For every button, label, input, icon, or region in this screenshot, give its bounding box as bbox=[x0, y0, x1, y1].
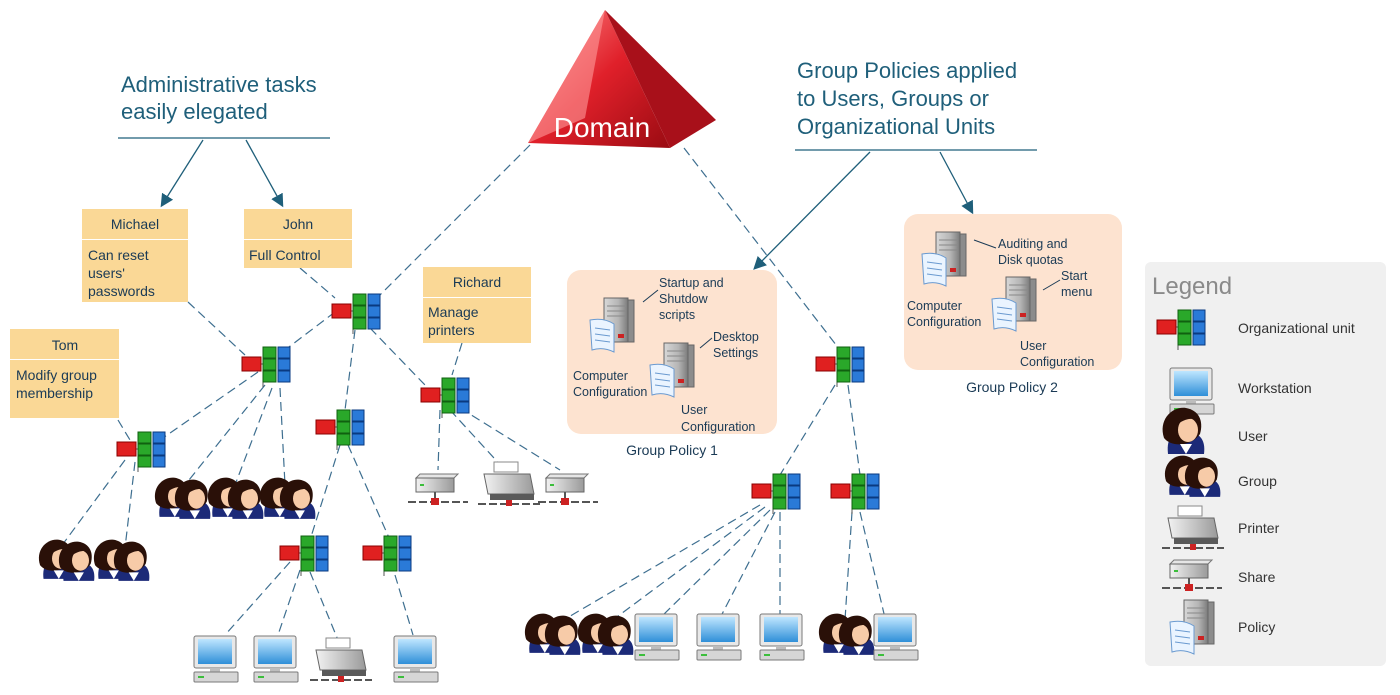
policies-callout-line-2: to Users, Groups or bbox=[797, 86, 989, 111]
organizational-unit-icon bbox=[815, 346, 865, 388]
legend-label: Policy bbox=[1238, 619, 1275, 635]
delegate-name: Richard bbox=[453, 274, 501, 290]
policy-setting-label: Configuration bbox=[1020, 355, 1094, 369]
organizational-unit-icon bbox=[830, 473, 880, 515]
workstation-icon bbox=[193, 635, 239, 683]
organizational-unit-icon bbox=[279, 535, 329, 577]
group-icon bbox=[578, 614, 633, 655]
delegate-name: Tom bbox=[52, 337, 78, 353]
share-icon bbox=[537, 473, 599, 506]
policy-setting-label: User bbox=[681, 403, 707, 417]
share-icon bbox=[407, 473, 469, 506]
workstation-icon bbox=[393, 635, 439, 683]
connector-lines bbox=[59, 144, 886, 641]
legend-label: Printer bbox=[1238, 520, 1280, 536]
group-policy-caption: Group Policy 1 bbox=[626, 442, 718, 458]
policy-setting-label: User bbox=[1020, 339, 1046, 353]
policy-setting-label: menu bbox=[1061, 285, 1092, 299]
legend-label: User bbox=[1238, 428, 1268, 444]
workstation-icon bbox=[634, 613, 680, 661]
group-policy-2: Auditing and Disk quotas Start menu Comp… bbox=[904, 214, 1122, 395]
delegate-permission: Can reset bbox=[88, 247, 149, 263]
groups bbox=[39, 478, 874, 655]
group-icon bbox=[819, 614, 874, 655]
delegate-permission: printers bbox=[428, 322, 475, 338]
organizational-unit-icon bbox=[331, 293, 381, 335]
domain-label: Domain bbox=[554, 112, 650, 143]
workstation-icon bbox=[696, 613, 742, 661]
group-icon bbox=[94, 540, 149, 581]
admin-callout-line-1: Administrative tasks bbox=[121, 72, 317, 97]
policy-setting-label: Computer bbox=[573, 369, 628, 383]
policies-callout-line-1: Group Policies applied bbox=[797, 58, 1017, 83]
delegate-note-richard: Richard Manage printers bbox=[423, 267, 531, 343]
workstation-icon bbox=[759, 613, 805, 661]
delegate-permission: Modify group bbox=[16, 367, 97, 383]
admin-callout-title: Administrative tasks easily elegated bbox=[121, 72, 317, 124]
policy-setting-label: Shutdow bbox=[659, 292, 709, 306]
domain-pyramid: Domain bbox=[528, 10, 716, 148]
legend-title: Legend bbox=[1152, 273, 1232, 300]
delegate-name: Michael bbox=[111, 216, 159, 232]
legend-label: Group bbox=[1238, 473, 1277, 489]
callout-arrows bbox=[118, 137, 1037, 270]
workstation-icon bbox=[873, 613, 919, 661]
policy-setting-label: Disk quotas bbox=[998, 253, 1063, 267]
admin-callout-line-2: easily elegated bbox=[121, 99, 268, 124]
policy-setting-label: Settings bbox=[713, 346, 758, 360]
delegate-note-john: John Full Control bbox=[244, 209, 352, 268]
legend-label: Organizational unit bbox=[1238, 320, 1355, 336]
group-policy-caption: Group Policy 2 bbox=[966, 379, 1058, 395]
policies-callout-line-3: Organizational Units bbox=[797, 114, 995, 139]
delegate-permission: membership bbox=[16, 385, 93, 401]
delegate-permission: passwords bbox=[88, 283, 155, 299]
group-icon bbox=[208, 478, 263, 519]
group-icon bbox=[39, 540, 94, 581]
policy-setting-label: Start bbox=[1061, 269, 1088, 283]
delegate-note-tom: Tom Modify group membership bbox=[10, 329, 119, 418]
organizational-unit-icon bbox=[420, 377, 470, 419]
group-icon bbox=[1165, 456, 1220, 497]
organizational-unit-icon bbox=[751, 473, 801, 515]
organizational-unit-icon bbox=[241, 346, 291, 388]
policies-callout-title: Group Policies applied to Users, Groups … bbox=[797, 58, 1017, 139]
group-icon bbox=[525, 614, 580, 655]
delegate-permission: Manage bbox=[428, 304, 479, 320]
legend-label: Workstation bbox=[1238, 380, 1312, 396]
policy-setting-label: Configuration bbox=[681, 420, 755, 434]
policy-setting-label: Computer bbox=[907, 299, 962, 313]
delegate-permission: users' bbox=[88, 265, 125, 281]
organizational-unit-icon bbox=[315, 409, 365, 451]
organizational-unit-icon bbox=[116, 431, 166, 473]
printer-icon bbox=[477, 461, 541, 507]
policy-setting-label: Configuration bbox=[573, 385, 647, 399]
workstation-icon bbox=[1169, 367, 1215, 415]
policy-setting-label: Configuration bbox=[907, 315, 981, 329]
legend: Legend Organizational unit Workstation U… bbox=[1145, 262, 1386, 666]
legend-label: Share bbox=[1238, 569, 1276, 585]
group-policy-1: Startup and Shutdow scripts Desktop Sett… bbox=[567, 270, 777, 458]
organizational-unit-icon bbox=[362, 535, 412, 577]
policy-setting-label: Startup and bbox=[659, 276, 724, 290]
group-icon bbox=[260, 478, 315, 519]
delegate-permission: Full Control bbox=[249, 247, 321, 263]
policy-setting-label: Auditing and bbox=[998, 237, 1068, 251]
policy-setting-label: Desktop bbox=[713, 330, 759, 344]
group-icon bbox=[155, 478, 210, 519]
policy-setting-label: scripts bbox=[659, 308, 695, 322]
delegate-name: John bbox=[283, 216, 313, 232]
workstation-icon bbox=[253, 635, 299, 683]
printer-icon bbox=[309, 637, 373, 683]
delegate-note-michael: Michael Can reset users' passwords bbox=[82, 209, 188, 302]
